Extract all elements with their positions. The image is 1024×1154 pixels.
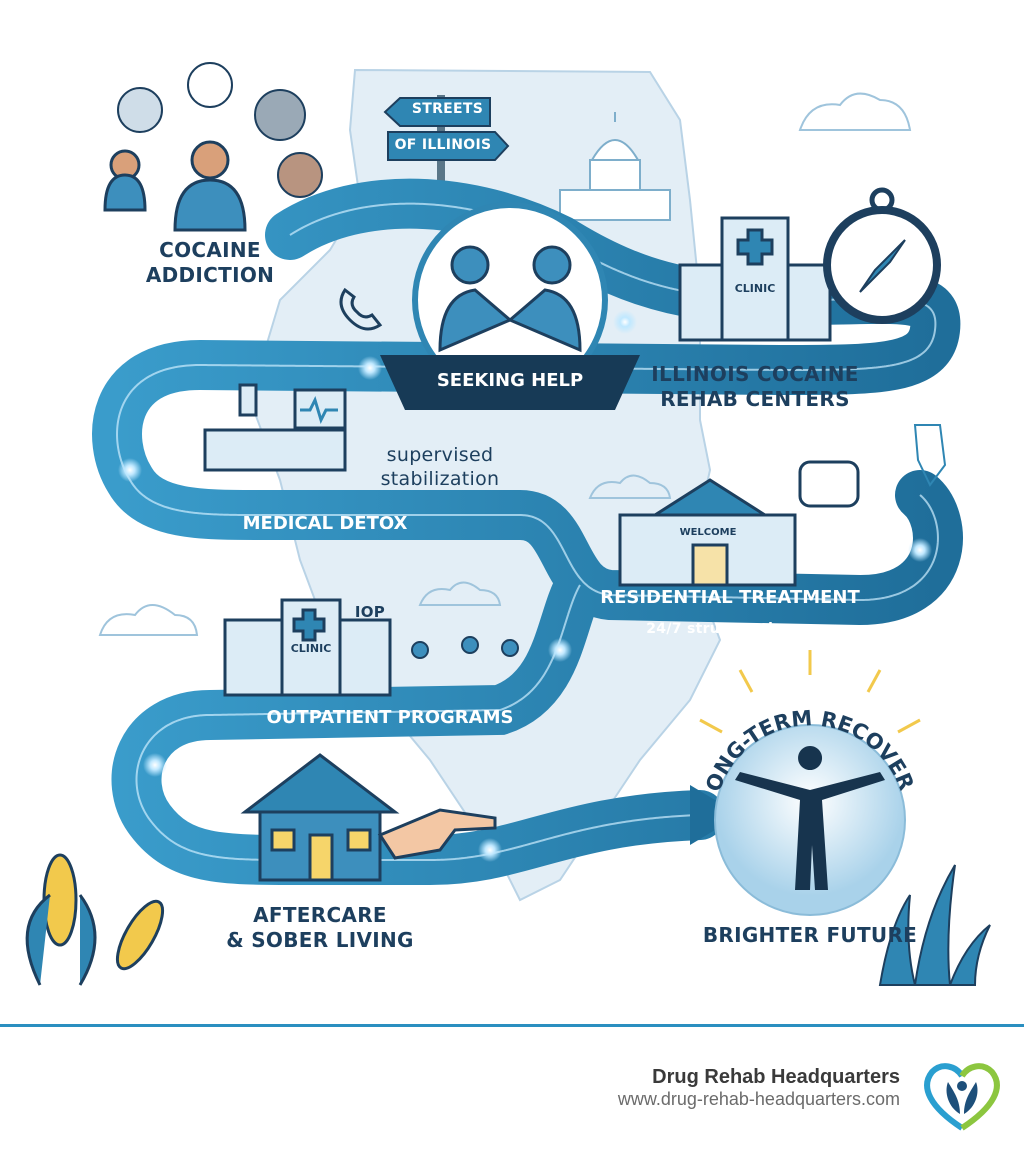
clinic-sign-top: CLINIC [735,282,776,295]
cloud-icons [98,92,912,636]
clinic-building-icon [678,216,832,342]
detox-note: supervised stabilization [360,443,520,491]
signpost-top: STREETS [411,101,484,117]
hospital-bed-icon [203,383,347,472]
footer-brand: Drug Rehab Headquarters www.drug-rehab-h… [618,1066,900,1110]
label-line: stabilization [380,468,500,490]
compass-icon [823,187,941,324]
iop-label: IOP [354,603,386,621]
sober-living-house-icon [240,753,400,882]
label-line: & SOBER LIVING [226,928,414,952]
label-line: COCAINE [159,238,261,262]
label-line: ADDICTION [145,263,275,287]
thought-bubble-icons [117,62,323,198]
seeking-help-label: SEEKING HELP [436,370,584,391]
distressed-person-icon [103,140,247,232]
group-chat-icon [798,460,860,508]
cocaine-addiction-label: COCAINE ADDICTION [120,238,300,288]
residential-building-icon [618,478,797,587]
outpatient-clinic-icon [223,598,392,697]
brighter-future-label: BRIGHTER FUTURE [702,923,918,947]
signpost-bottom: OF ILLINOIS [394,137,492,153]
street-signpost-icon [383,95,510,225]
grass-icon [878,864,991,986]
clinic-sign-outpatient: CLINIC [291,642,332,655]
residential-treatment-label: RESIDENTIAL TREATMENT [600,587,860,608]
group-therapy-icon [411,636,519,659]
sun-rays [699,650,921,734]
brand-url[interactable]: www.drug-rehab-headquarters.com [617,1089,900,1109]
heart-logo-icon [924,1063,1000,1131]
path-glow-markers [118,310,932,862]
medical-detox-label: MEDICAL DETOX [242,513,408,534]
seeking-help-banner [380,355,640,410]
person-arms-raised-icon [735,746,885,890]
welcome-sign: WELCOME [680,527,737,538]
pointing-hand-icon [377,808,497,860]
brand-name: Drug Rehab Headquarters [652,1066,900,1088]
illinois-outline-icon [913,424,947,487]
capitol-building-icon [559,112,671,221]
label-line: ILLINOIS COCAINE [651,362,859,386]
residential-note: 24/7 structured care [646,621,814,637]
aftercare-label: AFTERCARE & SOBER LIVING [215,903,425,953]
label-line: REHAB CENTERS [660,387,850,411]
outpatient-programs-label: OUTPATIENT PROGRAMS [266,707,514,728]
phone-icon [339,287,383,331]
rehab-centers-label: ILLINOIS COCAINE REHAB CENTERS [640,362,870,412]
corn-plant-icon [25,853,165,986]
label-line: AFTERCARE [253,903,387,927]
label-line: supervised [386,444,494,466]
footer-divider [0,1024,1024,1027]
